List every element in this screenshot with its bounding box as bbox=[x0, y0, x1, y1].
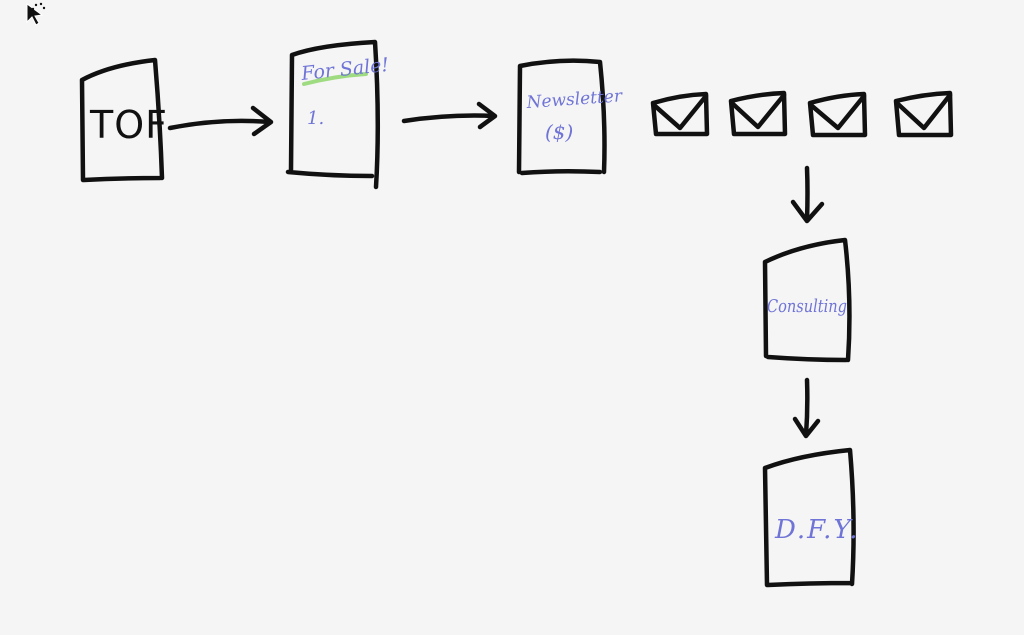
for-sale-box bbox=[285, 39, 381, 190]
consulting-label: Consulting bbox=[767, 296, 847, 317]
dfy-box bbox=[762, 447, 856, 588]
node-tof: TOF bbox=[79, 57, 168, 183]
arrow-consulting-to-dfy bbox=[792, 377, 821, 439]
newsletter-sublabel: ($) bbox=[545, 120, 573, 144]
newsletter-box bbox=[516, 58, 607, 176]
envelope-icon bbox=[650, 91, 710, 137]
arrow-emails-to-consulting bbox=[790, 165, 825, 224]
newsletter-label: Newsletter bbox=[525, 86, 624, 113]
consulting-box bbox=[762, 237, 852, 363]
for-sale-highlight bbox=[302, 72, 368, 86]
envelope-icon bbox=[728, 90, 788, 137]
arrow-tof-to-for-sale bbox=[167, 105, 274, 137]
email-sequence bbox=[650, 90, 954, 138]
tof-label: TOF bbox=[89, 103, 168, 147]
node-newsletter: Newsletter ($) bbox=[516, 58, 624, 176]
node-consulting: Consulting bbox=[762, 237, 852, 363]
node-dfy: D.F.Y. bbox=[762, 447, 860, 588]
dfy-label: D.F.Y. bbox=[774, 515, 860, 545]
mouse-cursor-icon bbox=[26, 2, 46, 26]
node-for-sale: For Sale! 1. bbox=[285, 39, 390, 190]
tof-box bbox=[79, 57, 165, 183]
envelope-icon bbox=[893, 90, 954, 138]
envelope-icon bbox=[807, 91, 868, 138]
arrow-for-sale-to-newsletter bbox=[401, 101, 498, 130]
for-sale-item: 1. bbox=[307, 108, 324, 129]
